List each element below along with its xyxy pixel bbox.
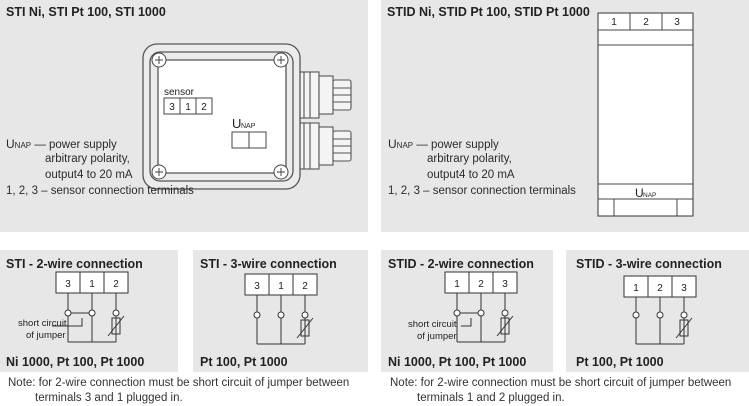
stid-terminal-label: 2 bbox=[643, 17, 649, 28]
note-stid-line2: terminals 1 and 2 plugged in. bbox=[417, 392, 565, 404]
unap-sub-label: NAP bbox=[643, 192, 656, 199]
sensor-terminal-label: 3 bbox=[169, 102, 175, 113]
screw-icon bbox=[273, 164, 289, 180]
stid-3wire-caption: Pt 100, Pt 1000 bbox=[576, 355, 664, 369]
terminal-label: 1 bbox=[89, 279, 95, 290]
stid-3wire-panel bbox=[566, 250, 749, 372]
sti-legend-polarity: arbitrary polarity, bbox=[45, 153, 130, 165]
stid-legend-unap: UNAP — power supply bbox=[388, 137, 499, 151]
stid-legend-polarity: arbitrary polarity, bbox=[427, 153, 512, 165]
sti-2wire-caption: Ni 1000, Pt 100, Pt 1000 bbox=[6, 355, 145, 369]
note-sti-line2: terminals 3 and 1 plugged in. bbox=[35, 392, 183, 404]
jumper-label: short circuit bbox=[18, 318, 67, 329]
sti-3wire-title: STI - 3-wire connection bbox=[200, 257, 337, 271]
stid-title: STID Ni, STID Pt 100, STID Pt 1000 bbox=[387, 5, 590, 19]
terminal-label: 3 bbox=[502, 279, 508, 290]
terminal-label: 2 bbox=[657, 283, 663, 294]
sti-2wire-diagram: 3 1 2 short circuit of jumper bbox=[18, 271, 129, 343]
note-stid-line1: Note: for 2-wire connection must be shor… bbox=[390, 377, 732, 389]
terminal-label: 3 bbox=[681, 283, 687, 294]
cable-gland-bottom bbox=[296, 122, 352, 170]
stid-3wire-title: STID - 3-wire connection bbox=[576, 257, 722, 271]
cable-gland-top bbox=[296, 71, 352, 119]
screw-icon bbox=[151, 52, 167, 68]
stid-3wire-diagram: 1 2 3 bbox=[623, 275, 697, 345]
screw-icon bbox=[273, 52, 289, 68]
sensor-label: sensor bbox=[164, 87, 195, 98]
terminal-label: 1 bbox=[633, 283, 639, 294]
terminal-label: 1 bbox=[278, 281, 284, 292]
stid-2wire-diagram: 1 2 3 short circuit of jumper bbox=[408, 271, 518, 343]
sti-legend-terminals: 1, 2, 3 – sensor connection terminals bbox=[6, 185, 194, 197]
sti-housing-drawing: sensor 3 1 2 U NAP bbox=[142, 43, 352, 190]
terminal-label: 3 bbox=[254, 281, 260, 292]
sensor-terminal-label: 2 bbox=[201, 102, 207, 113]
terminal-label: 3 bbox=[65, 279, 71, 290]
unap-label: U bbox=[232, 116, 241, 131]
sti-2wire-panel bbox=[0, 250, 178, 372]
sti-3wire-caption: Pt 100, Pt 1000 bbox=[200, 355, 288, 369]
terminal-label: 1 bbox=[454, 279, 460, 290]
housing-outline bbox=[142, 43, 301, 190]
stid-terminal-label: 3 bbox=[674, 17, 680, 28]
terminal-label: 2 bbox=[302, 281, 308, 292]
sti-legend-unap: UNAP — power supply bbox=[6, 137, 117, 151]
terminal-label: 2 bbox=[113, 279, 119, 290]
sti-legend-output: output4 to 20 mA bbox=[45, 169, 133, 181]
sti-title: STI Ni, STI Pt 100, STI 1000 bbox=[6, 5, 166, 19]
unap-sub-label: NAP bbox=[241, 123, 256, 130]
jumper-label: of jumper bbox=[26, 330, 66, 341]
stid-2wire-panel bbox=[381, 250, 553, 372]
stid-din-module-drawing: 1 2 3 U NAP bbox=[597, 12, 694, 217]
unap-terminal-block bbox=[231, 131, 267, 149]
jumper-label: short circuit bbox=[408, 319, 457, 330]
stid-terminal-label: 1 bbox=[611, 17, 617, 28]
sti-3wire-diagram: 3 1 2 bbox=[244, 273, 318, 345]
stid-legend-terminals: 1, 2, 3 – sensor connection terminals bbox=[388, 185, 576, 197]
unap-label: U bbox=[635, 186, 644, 200]
stid-legend-output: output4 to 20 mA bbox=[427, 169, 515, 181]
sensor-terminal-block bbox=[163, 97, 213, 115]
jumper-label: of jumper bbox=[417, 331, 457, 342]
sensor-terminal-label: 1 bbox=[185, 102, 191, 113]
note-sti-line1: Note: for 2-wire connection must be shor… bbox=[8, 377, 350, 389]
terminal-label: 2 bbox=[478, 279, 484, 290]
screw-icon bbox=[151, 164, 167, 180]
stid-2wire-title: STID - 2-wire connection bbox=[388, 257, 534, 271]
stid-2wire-caption: Ni 1000, Pt 100, Pt 1000 bbox=[388, 355, 527, 369]
sti-2wire-title: STI - 2-wire connection bbox=[6, 257, 143, 271]
